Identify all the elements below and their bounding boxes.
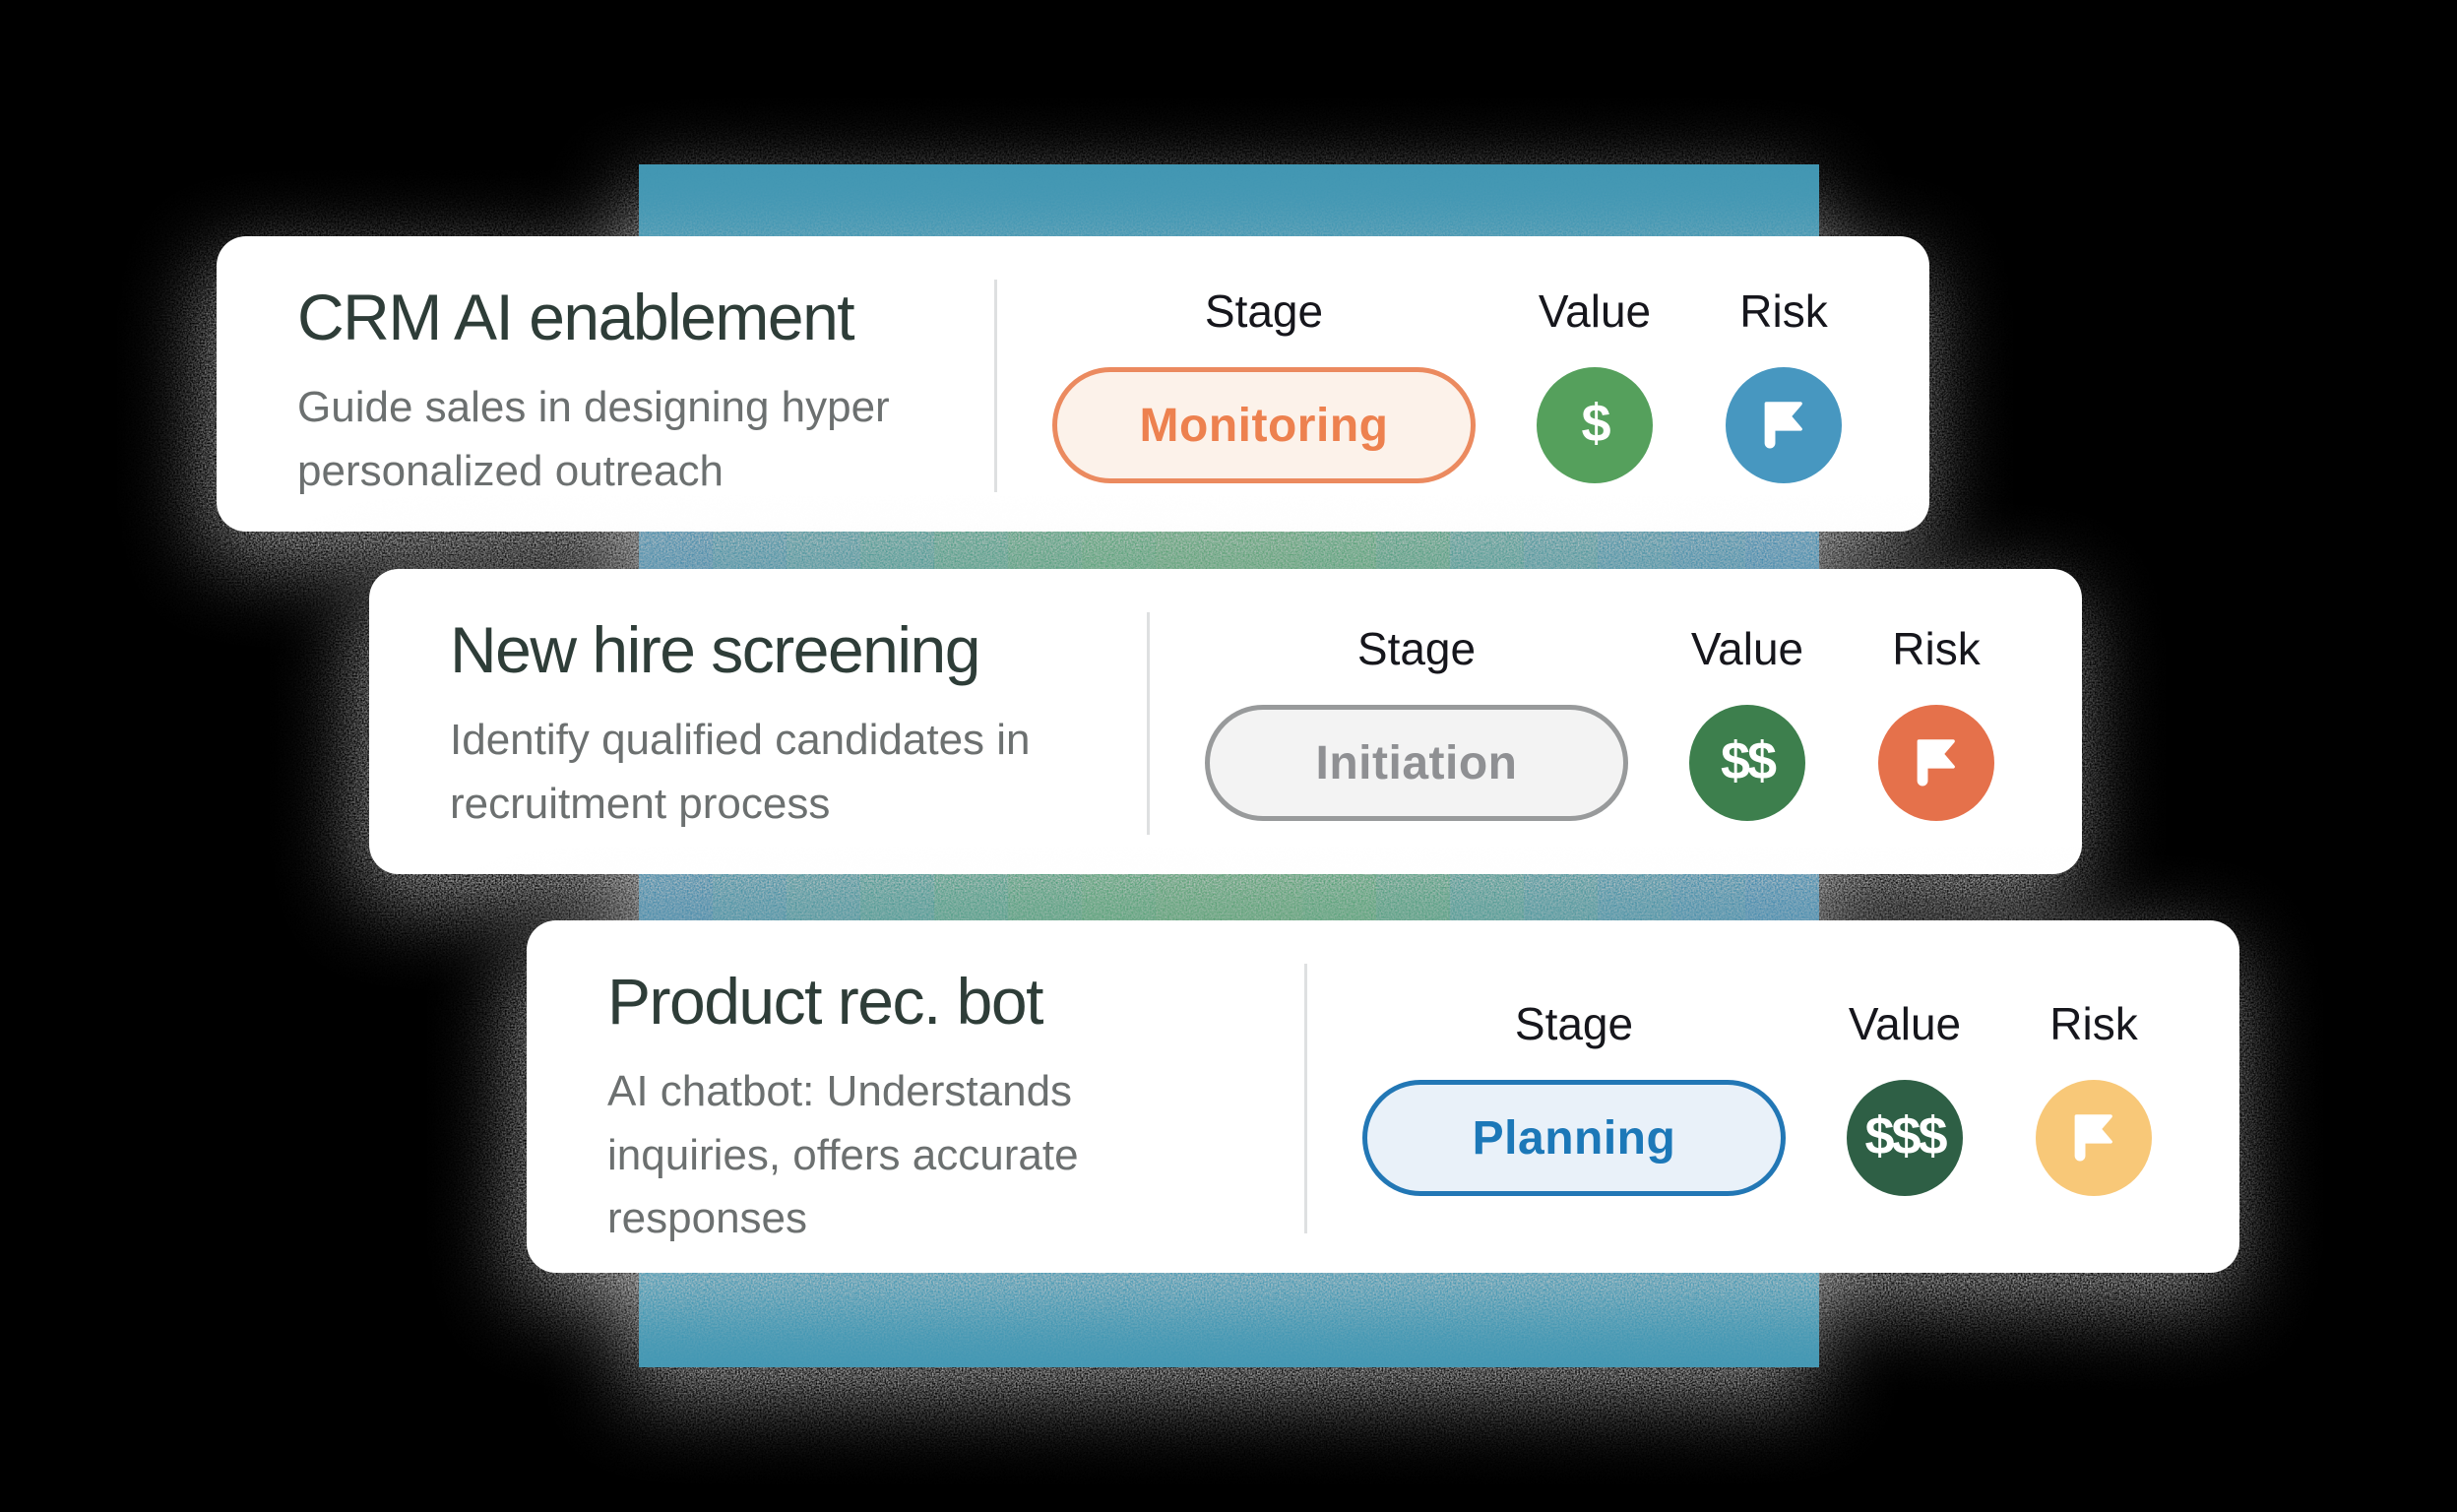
stage-badge[interactable]: Planning xyxy=(1362,1080,1786,1196)
risk-badge xyxy=(2036,1080,2152,1196)
value-column: Value $$$ xyxy=(1847,997,1963,1196)
value-badge: $ xyxy=(1537,367,1653,483)
dollar-symbol: $$$ xyxy=(1864,1106,1947,1166)
card-divider xyxy=(994,280,997,492)
use-case-card[interactable]: CRM AI enablement Guide sales in designi… xyxy=(217,236,1929,532)
risk-column: Risk xyxy=(1878,622,1994,821)
risk-column-header: Risk xyxy=(1892,623,1981,674)
risk-column: Risk xyxy=(1726,284,1842,483)
stage-column-header: Stage xyxy=(1514,998,1634,1049)
card-divider xyxy=(1147,612,1150,835)
value-badge: $$ xyxy=(1689,705,1805,821)
card-description: Identify qualified candidates in recruit… xyxy=(450,716,1031,828)
stage-column-header: Stage xyxy=(1356,623,1477,674)
flag-icon xyxy=(2063,1107,2124,1168)
use-case-card[interactable]: New hire screening Identify qualified ca… xyxy=(369,569,2082,874)
value-column-header: Value xyxy=(1690,623,1804,674)
value-column-header: Value xyxy=(1848,998,1962,1049)
stage-column: Stage Planning xyxy=(1362,997,1786,1196)
dollar-symbol: $ xyxy=(1581,394,1610,453)
value-column: Value $$ xyxy=(1689,622,1805,821)
flag-icon xyxy=(1753,395,1814,456)
risk-column-header: Risk xyxy=(2049,998,2138,1049)
dollar-symbol: $$ xyxy=(1720,731,1777,790)
stage-column-header: Stage xyxy=(1204,285,1324,337)
use-case-card[interactable]: Product rec. bot AI chatbot: Understands… xyxy=(527,920,2239,1273)
card-text-column: Product rec. bot AI chatbot: Understands… xyxy=(607,964,1287,1251)
risk-column: Risk xyxy=(2036,997,2152,1196)
stage-column: Stage Monitoring xyxy=(1052,284,1476,483)
card-divider xyxy=(1304,964,1307,1233)
card-title: New hire screening xyxy=(450,613,980,686)
card-text-column: CRM AI enablement Guide sales in designi… xyxy=(297,280,976,503)
card-title: Product rec. bot xyxy=(607,965,1043,1038)
stage-column: Stage Initiation xyxy=(1205,622,1628,821)
card-description: AI chatbot: Understands inquiries, offer… xyxy=(607,1067,1079,1243)
value-column: Value $ xyxy=(1537,284,1653,483)
value-column-header: Value xyxy=(1538,285,1652,337)
risk-badge xyxy=(1726,367,1842,483)
stage-badge[interactable]: Initiation xyxy=(1205,705,1628,821)
stage-badge[interactable]: Monitoring xyxy=(1052,367,1476,483)
card-title: CRM AI enablement xyxy=(297,281,855,353)
risk-column-header: Risk xyxy=(1739,285,1828,337)
card-description: Guide sales in designing hyper personali… xyxy=(297,383,890,495)
card-text-column: New hire screening Identify qualified ca… xyxy=(450,612,1129,836)
risk-badge xyxy=(1878,705,1994,821)
value-badge: $$$ xyxy=(1847,1080,1963,1196)
flag-icon xyxy=(1906,732,1967,793)
